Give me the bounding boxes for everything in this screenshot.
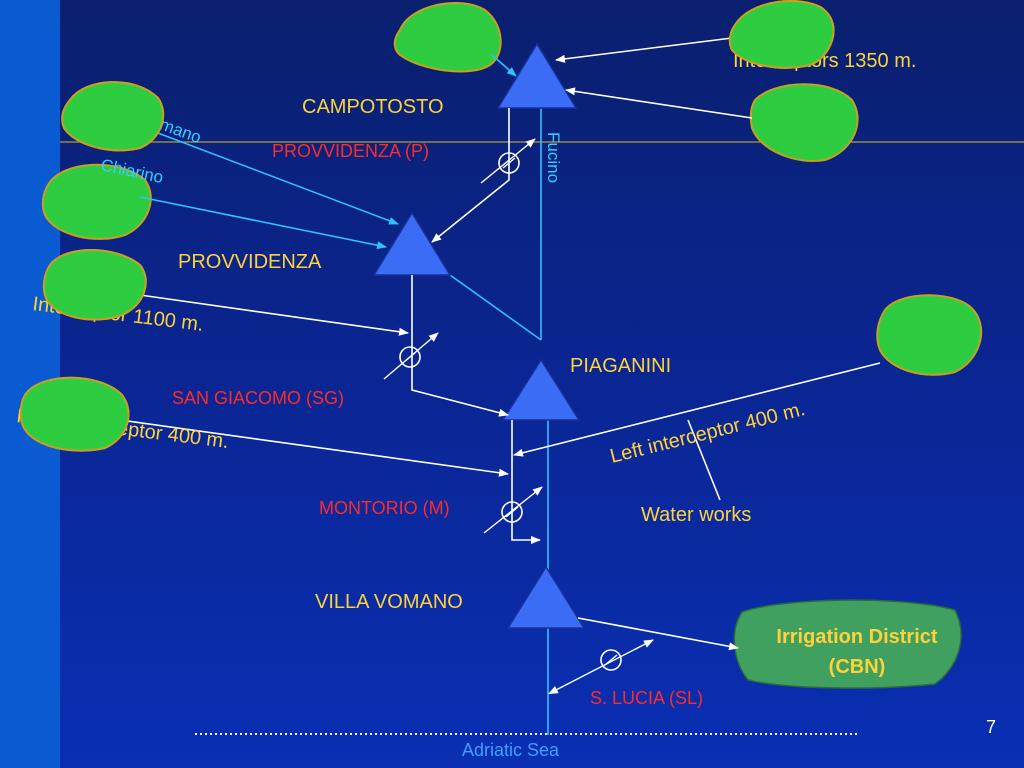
villa-vomano-reservoir-icon xyxy=(506,565,586,629)
penstock-line xyxy=(431,108,510,243)
interceptor-arrow xyxy=(555,37,733,63)
campotosto-label: CAMPOTOSTO xyxy=(302,96,444,118)
interceptor-arrow xyxy=(513,362,881,457)
irrigation-district-label: Irrigation District xyxy=(776,626,937,648)
provvidenza-label: PROVVIDENZA xyxy=(178,251,322,273)
irrigation-arrow xyxy=(577,617,739,651)
interceptor-arrow xyxy=(119,419,509,477)
campotosto-reservoir-icon xyxy=(496,42,578,109)
water-works-pointer xyxy=(687,419,721,501)
water-works-label: Water works xyxy=(641,504,751,526)
montorio-plant-icon xyxy=(483,486,543,534)
catchment-area-icon xyxy=(61,81,165,152)
adriatic-sea-label: Adriatic Sea xyxy=(462,740,560,760)
provvidenza-plant-label: PROVVIDENZA (P) xyxy=(272,141,429,161)
fucino-label: Fucino xyxy=(544,132,563,183)
penstock-line xyxy=(411,275,509,417)
catchment-area-icon xyxy=(749,83,859,162)
piaganini-label: PIAGANINI xyxy=(570,355,671,377)
interceptor-arrow xyxy=(139,294,409,336)
catchment-area-icon xyxy=(42,249,147,321)
vomano-river-arrow xyxy=(149,129,399,225)
s-lucia-plant-icon xyxy=(548,639,654,695)
interceptor-arrow xyxy=(565,87,753,119)
piaganini-reservoir-icon xyxy=(501,358,581,421)
san-giacomo-plant-icon xyxy=(383,332,439,380)
catchment-area-icon xyxy=(728,0,835,69)
provvidenza-reservoir-icon xyxy=(372,211,452,276)
interceptor-arrow xyxy=(491,54,517,77)
left-interceptor-label: Left interceptor 400 m. xyxy=(608,398,807,468)
page-number: 7 xyxy=(986,717,996,737)
catchment-area-icon xyxy=(393,2,502,73)
san-giacomo-plant-label: SAN GIACOMO (SG) xyxy=(172,388,344,408)
fucino-to-piaganini-line xyxy=(449,274,542,341)
s-lucia-plant-label: S. LUCIA (SL) xyxy=(590,688,703,708)
villa-vomano-label: VILLA VOMANO xyxy=(315,591,463,613)
irrigation-district-shape xyxy=(733,599,962,689)
catchment-area-icon xyxy=(876,294,983,376)
catchment-area-icon xyxy=(41,163,152,240)
penstock-line xyxy=(511,420,541,544)
chiarino-river-arrow xyxy=(139,196,387,250)
irrigation-district-label-2: (CBN) xyxy=(829,656,886,678)
provvidenza-plant-icon xyxy=(480,138,536,184)
catchment-area-icon xyxy=(19,376,130,452)
montorio-plant-label: MONTORIO (M) xyxy=(319,498,450,518)
